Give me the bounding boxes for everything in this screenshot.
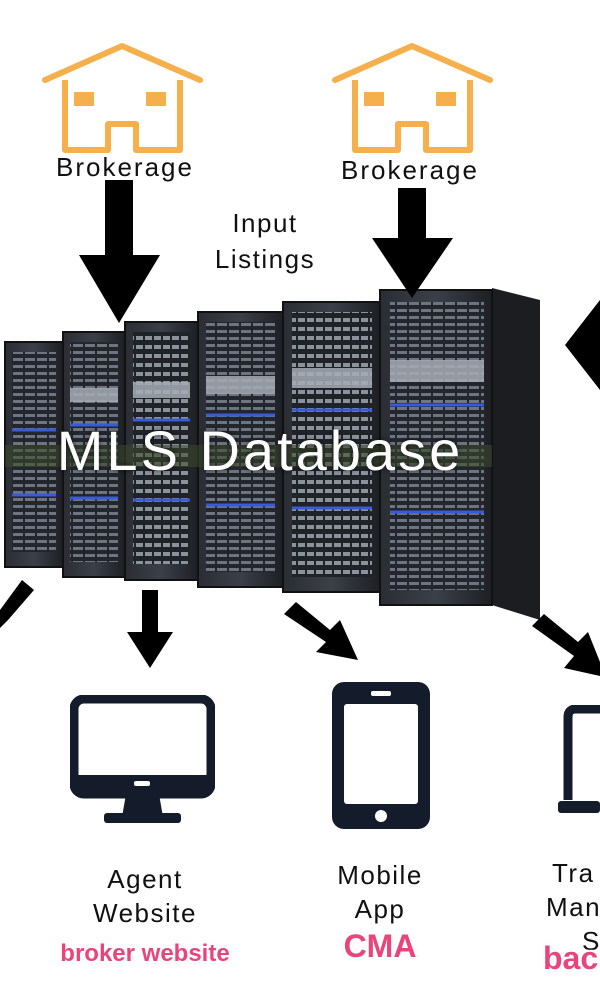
- agent-website-label: Agent Website: [60, 862, 230, 930]
- brokerage-label: Brokerage: [341, 155, 479, 185]
- agent-website-line1: Agent: [107, 864, 183, 894]
- transaction-management-label: Tra Man S: [540, 856, 600, 958]
- transaction-management-line2: Man: [546, 892, 600, 922]
- mls-database-title: MLS Database: [56, 419, 464, 482]
- arrow-down-right-icon: [284, 602, 358, 660]
- mobile-app-label: Mobile App: [305, 858, 455, 926]
- arrow-down-right-icon: [532, 614, 600, 676]
- mobile-app-line1: Mobile: [337, 860, 423, 890]
- input-listings-line2: Listings: [214, 244, 316, 274]
- server-rack-image: [4, 288, 540, 620]
- arrow-left-icon: [565, 300, 600, 390]
- arrow-down-left-icon: [0, 580, 34, 628]
- agent-website-line2: Website: [93, 898, 197, 928]
- transaction-management-line3: S: [582, 926, 600, 956]
- transaction-management-line1: Tra: [552, 858, 595, 888]
- laptop-icon: [558, 705, 600, 813]
- broker-website-tag: broker website: [60, 940, 230, 967]
- brokerage-label: Brokerage: [56, 152, 194, 182]
- mobile-app-line2: App: [354, 894, 406, 924]
- backend-tag: bac: [543, 940, 599, 976]
- arrow-down-icon: [372, 188, 453, 298]
- input-listings-line1: Input: [232, 208, 298, 238]
- arrow-down-icon: [79, 180, 160, 323]
- house-icon: [42, 43, 203, 153]
- phone-icon: [332, 682, 430, 829]
- cma-tag: CMA: [343, 928, 417, 964]
- arrow-down-icon: [127, 590, 173, 668]
- input-listings-label: Input Listings: [195, 205, 335, 277]
- house-icon: [332, 43, 493, 153]
- monitor-icon: [70, 695, 215, 823]
